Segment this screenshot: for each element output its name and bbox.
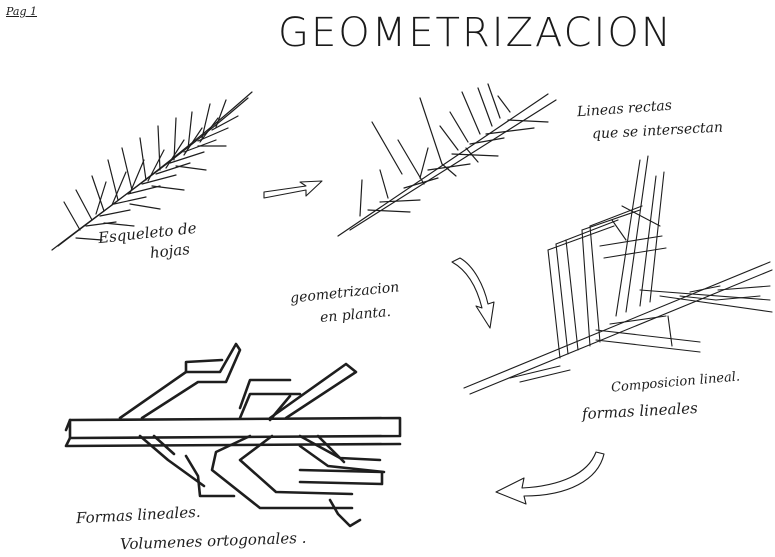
arrow-right-icon — [263, 180, 323, 199]
leaf-skeleton-sketch — [51, 91, 253, 251]
curved-arrow-left-icon — [495, 451, 605, 505]
page-number-label: Pag 1 — [6, 5, 38, 18]
straight-lines-sketch — [337, 83, 557, 237]
linear-composition-sketch — [463, 155, 773, 395]
curved-arrow-down-icon — [451, 257, 495, 329]
page-title: GEOMETRIZACION — [278, 10, 673, 56]
orthogonal-volumes-sketch — [64, 342, 402, 528]
